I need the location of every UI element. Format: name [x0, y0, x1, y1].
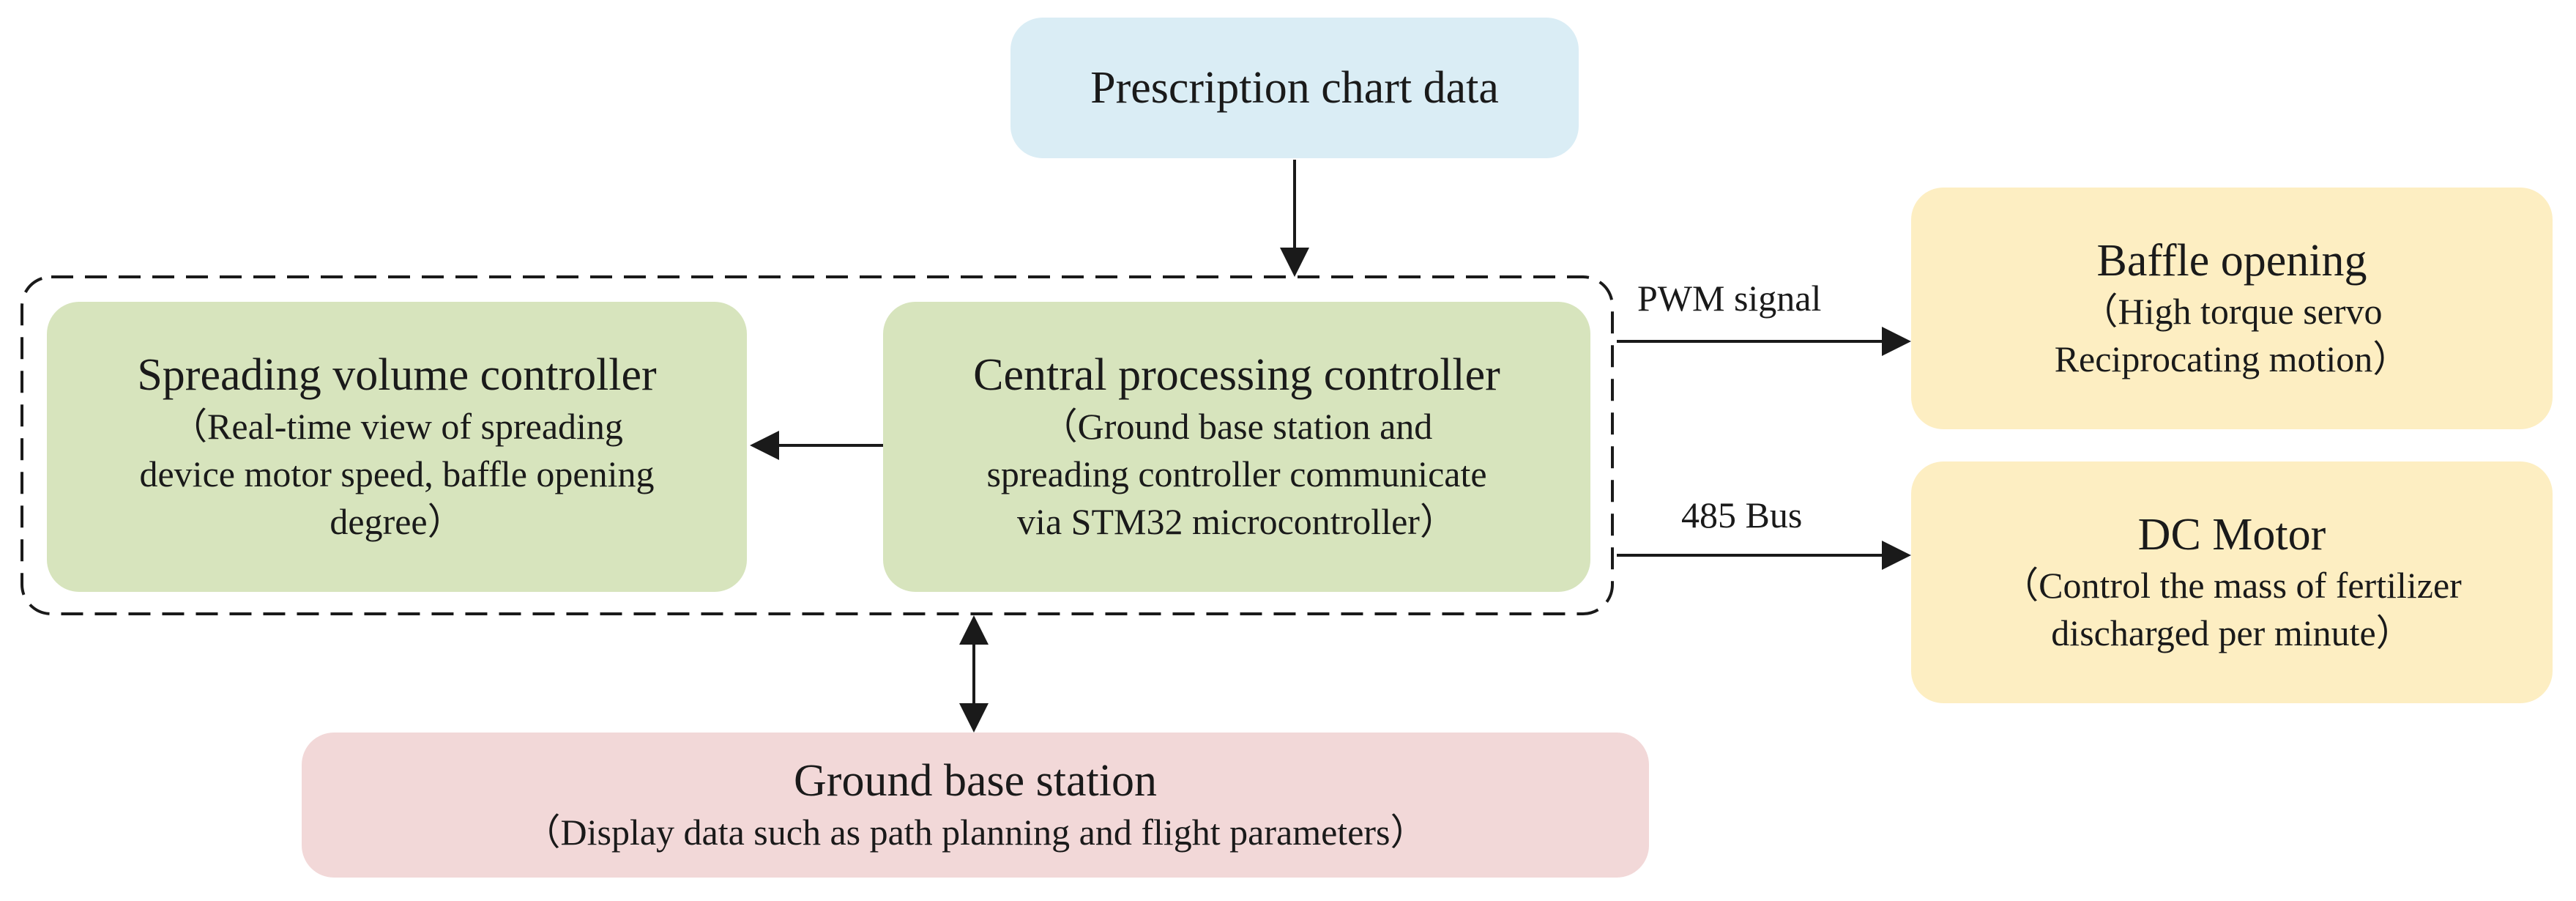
485-bus-label: 485 Bus	[1681, 494, 1803, 535]
central-processing-controller-node: Central processing controller （Ground ba…	[883, 302, 1590, 592]
spreading-volume-controller-desc-line: degree）	[330, 500, 464, 542]
central-processing-controller-title: Central processing controller	[973, 350, 1500, 401]
dc-motor-node: DC Motor （Control the mass of fertilizer…	[1911, 461, 2553, 703]
ground-base-station-desc-line: （Display data such as path planning and …	[524, 811, 1427, 853]
ground-base-station-node: Ground base station （Display data such a…	[302, 733, 1649, 878]
central-processing-controller-desc-line: （Ground base station and	[1041, 405, 1433, 447]
controller-group-border	[21, 275, 1614, 615]
dc-motor-title: DC Motor	[2137, 509, 2326, 560]
central-processing-controller-desc-line: spreading controller communicate	[986, 453, 1487, 494]
dc-motor-desc-line: discharged per minute）	[2051, 612, 2413, 654]
spreading-volume-controller-title: Spreading volume controller	[137, 350, 657, 401]
spreading-volume-controller-desc-line: （Real-time view of spreading	[171, 405, 623, 447]
ground-base-station-title: Ground base station	[794, 756, 1157, 807]
baffle-opening-desc-line: （High torque servo	[2081, 291, 2383, 333]
spreading-volume-controller-desc-line: device motor speed, baffle opening	[139, 453, 655, 494]
baffle-opening-node: Baffle opening （High torque servo Recipr…	[1911, 188, 2553, 429]
baffle-opening-title: Baffle opening	[2096, 235, 2367, 286]
pwm-signal-label: PWM signal	[1637, 278, 1822, 319]
dc-motor-desc-line: （Control the mass of fertilizer	[2002, 565, 2462, 607]
prescription-chart-data-title: Prescription chart data	[1090, 62, 1499, 113]
baffle-opening-desc-line: Reciprocating motion）	[2054, 338, 2410, 380]
spreading-volume-controller-node: Spreading volume controller （Real-time v…	[47, 302, 747, 592]
central-processing-controller-desc-line: via STM32 microcontroller）	[1017, 500, 1456, 542]
prescription-chart-data-node: Prescription chart data	[1010, 18, 1579, 158]
